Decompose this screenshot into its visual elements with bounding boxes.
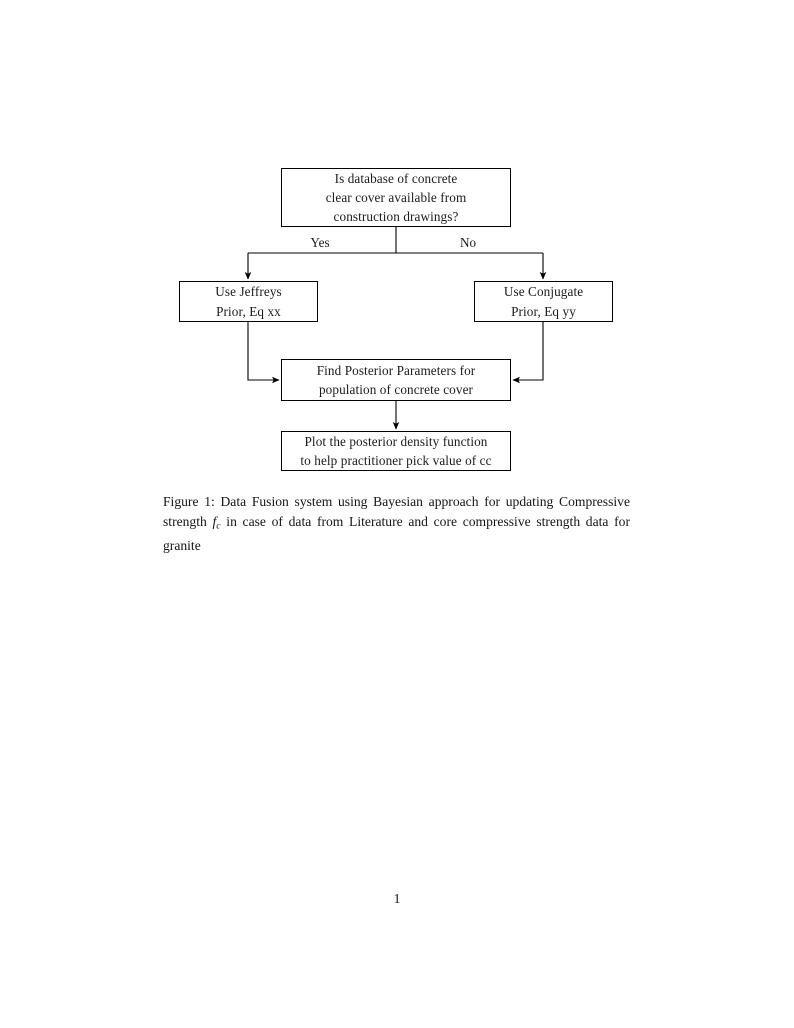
figure-flowchart: Is database of concrete clear cover avai… (0, 0, 794, 490)
edge-label-yes: Yes (310, 235, 330, 250)
flowchart-node-conjugate-prior[interactable]: Use Conjugate Prior, Eq yy (474, 281, 613, 322)
flowchart-node-decision[interactable]: Is database of concrete clear cover avai… (281, 168, 511, 227)
caption-math-base: f (212, 513, 217, 529)
caption-text-before-math: Data Fusion system using Bayesian approa… (163, 494, 630, 529)
edge-label-no: No (459, 235, 477, 250)
edge-jeffreys-to-posterior (247, 322, 280, 384)
flowchart-node-find-posterior-parameters[interactable]: Find Posterior Parameters for population… (281, 359, 511, 401)
flowchart-node-plot-posterior-density[interactable]: Plot the posterior density function to h… (281, 431, 511, 471)
flowchart-connectors (244, 227, 547, 430)
caption-math-subscript: c (216, 520, 221, 532)
edge-conjugate-to-posterior (512, 322, 544, 384)
caption-text-after-math: in case of data from Literature and core… (163, 513, 630, 553)
figure-caption: Figure 1: Data Fusion system using Bayes… (163, 492, 630, 556)
page-number: 1 (393, 891, 401, 906)
caption-math-variable: fc (212, 513, 221, 532)
caption-label: Figure 1: (163, 494, 215, 509)
flowchart-node-jeffreys-prior[interactable]: Use Jeffreys Prior, Eq xx (179, 281, 318, 322)
